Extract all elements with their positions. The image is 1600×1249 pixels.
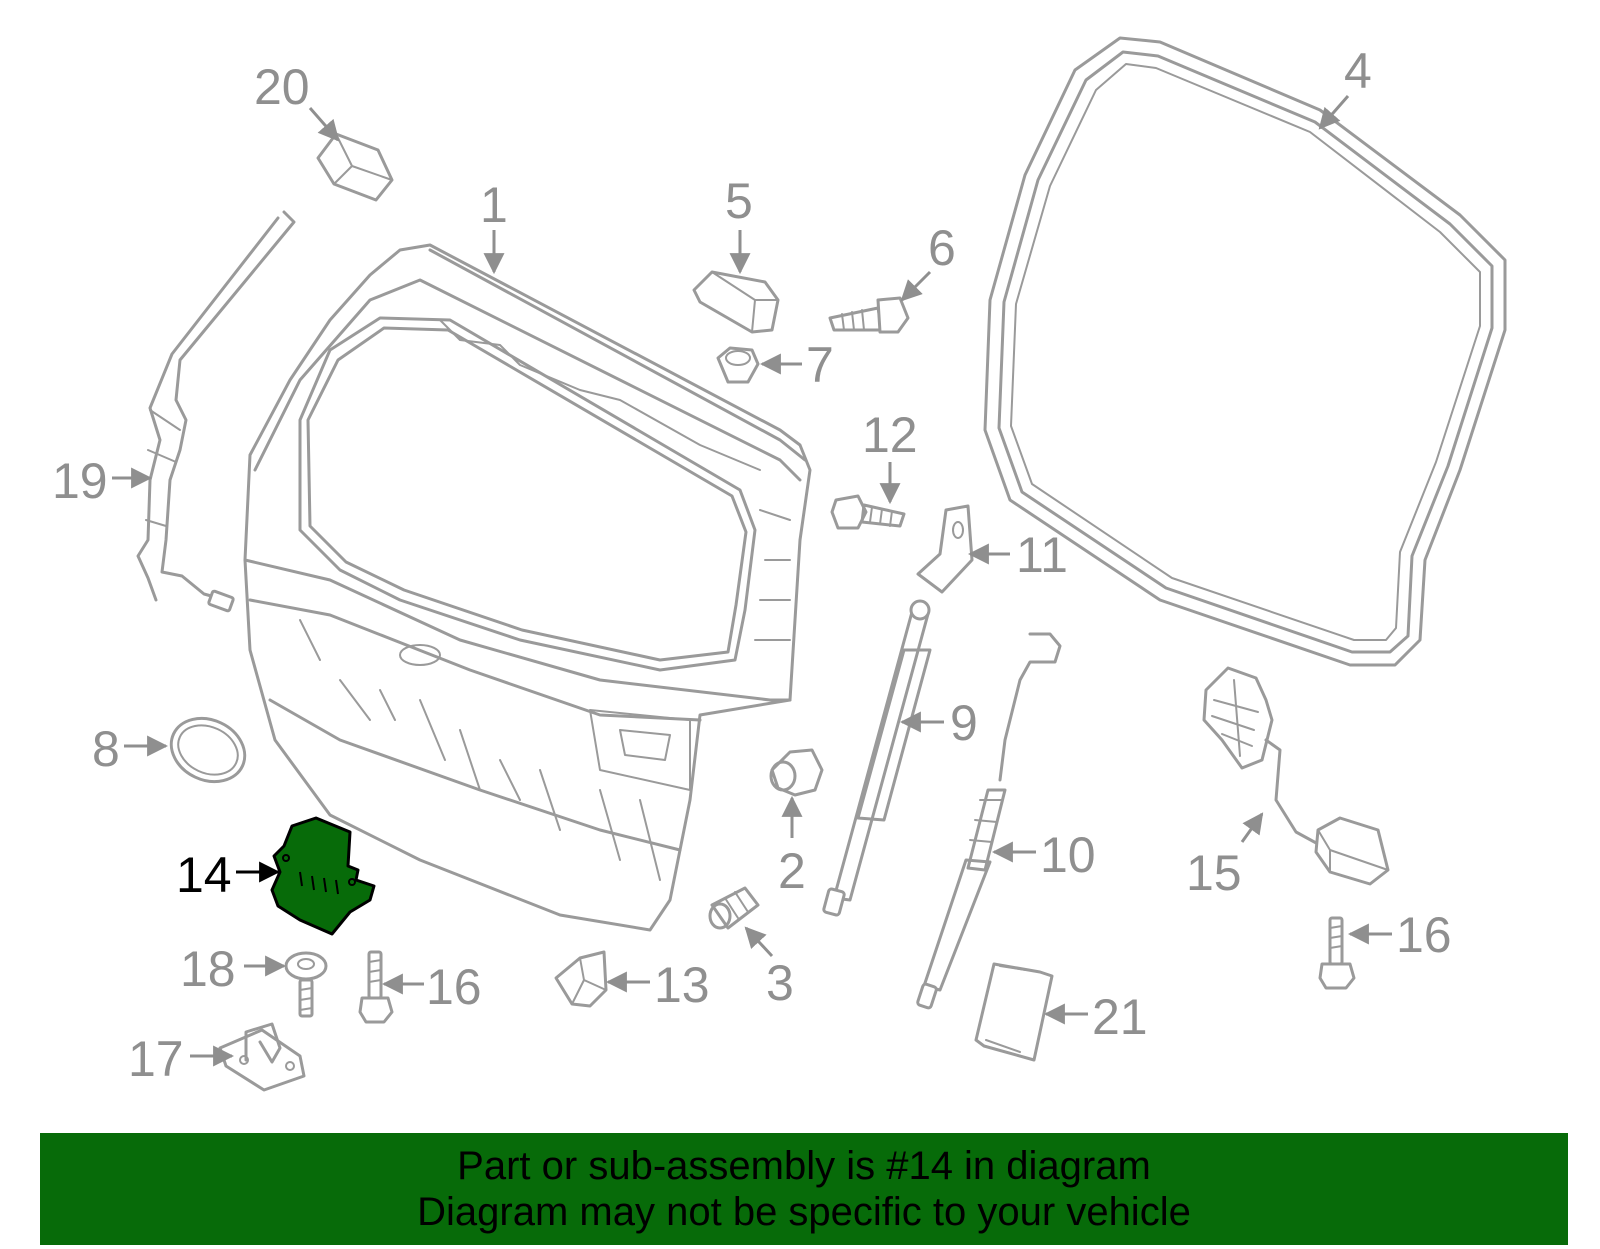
label-19: 19 [52, 453, 108, 509]
label-4: 4 [1344, 43, 1372, 99]
arrow-20 [308, 107, 340, 142]
part-9-lift-support [822, 599, 932, 917]
part-19-wiring-harness [136, 210, 296, 613]
label-5: 5 [725, 173, 753, 229]
label-21: 21 [1092, 989, 1148, 1045]
part-14-latch-highlighted [270, 816, 376, 936]
label-15: 15 [1186, 845, 1242, 901]
part-16-bolt-left [358, 950, 394, 1024]
label-11: 11 [1016, 527, 1068, 583]
label-18: 18 [180, 941, 236, 997]
label-1: 1 [480, 177, 508, 233]
part-18-screw [284, 951, 328, 1018]
arrow-15 [1240, 812, 1264, 843]
part-1-tailgate-panel [243, 243, 812, 932]
part-5-bracket [692, 270, 780, 334]
label-10: 10 [1040, 827, 1096, 883]
part-3-stopper [708, 886, 760, 930]
label-14: 14 [176, 847, 232, 903]
part-4-weatherstrip [983, 36, 1507, 667]
label-8: 8 [92, 721, 120, 777]
part-17-striker [218, 1022, 306, 1092]
banner-line-1: Part or sub-assembly is #14 in diagram [457, 1144, 1151, 1188]
part-7-nut [716, 346, 760, 384]
part-12-bolt [830, 494, 906, 530]
part-8-seal-ring [169, 716, 247, 784]
label-6: 6 [928, 220, 956, 276]
label-9: 9 [950, 695, 978, 751]
label-16b: 16 [1396, 907, 1452, 963]
label-17: 17 [128, 1031, 184, 1087]
label-16a: 16 [426, 959, 482, 1015]
part-16-bolt-right [1318, 916, 1356, 990]
label-3: 3 [766, 955, 794, 1011]
info-banner: Part or sub-assembly is #14 in diagram D… [40, 1133, 1568, 1245]
arrow-3 [744, 926, 774, 958]
label-2: 2 [778, 843, 806, 899]
part-6-bolt [828, 296, 910, 334]
part-10-power-strut [916, 632, 1062, 1010]
part-21-pad [974, 962, 1054, 1062]
part-13-clip [554, 950, 608, 1008]
part-2-bumper [769, 748, 824, 797]
label-7: 7 [806, 337, 834, 393]
label-12: 12 [862, 407, 918, 463]
banner-line-2: Diagram may not be specific to your vehi… [417, 1190, 1191, 1234]
part-15-handle-switch [1202, 666, 1390, 886]
arrow-4 [1318, 95, 1350, 130]
part-11-bracket [916, 504, 974, 594]
label-13: 13 [654, 957, 710, 1013]
arrow-6 [900, 270, 932, 302]
label-20: 20 [254, 59, 310, 115]
part-20-switch [316, 132, 394, 202]
